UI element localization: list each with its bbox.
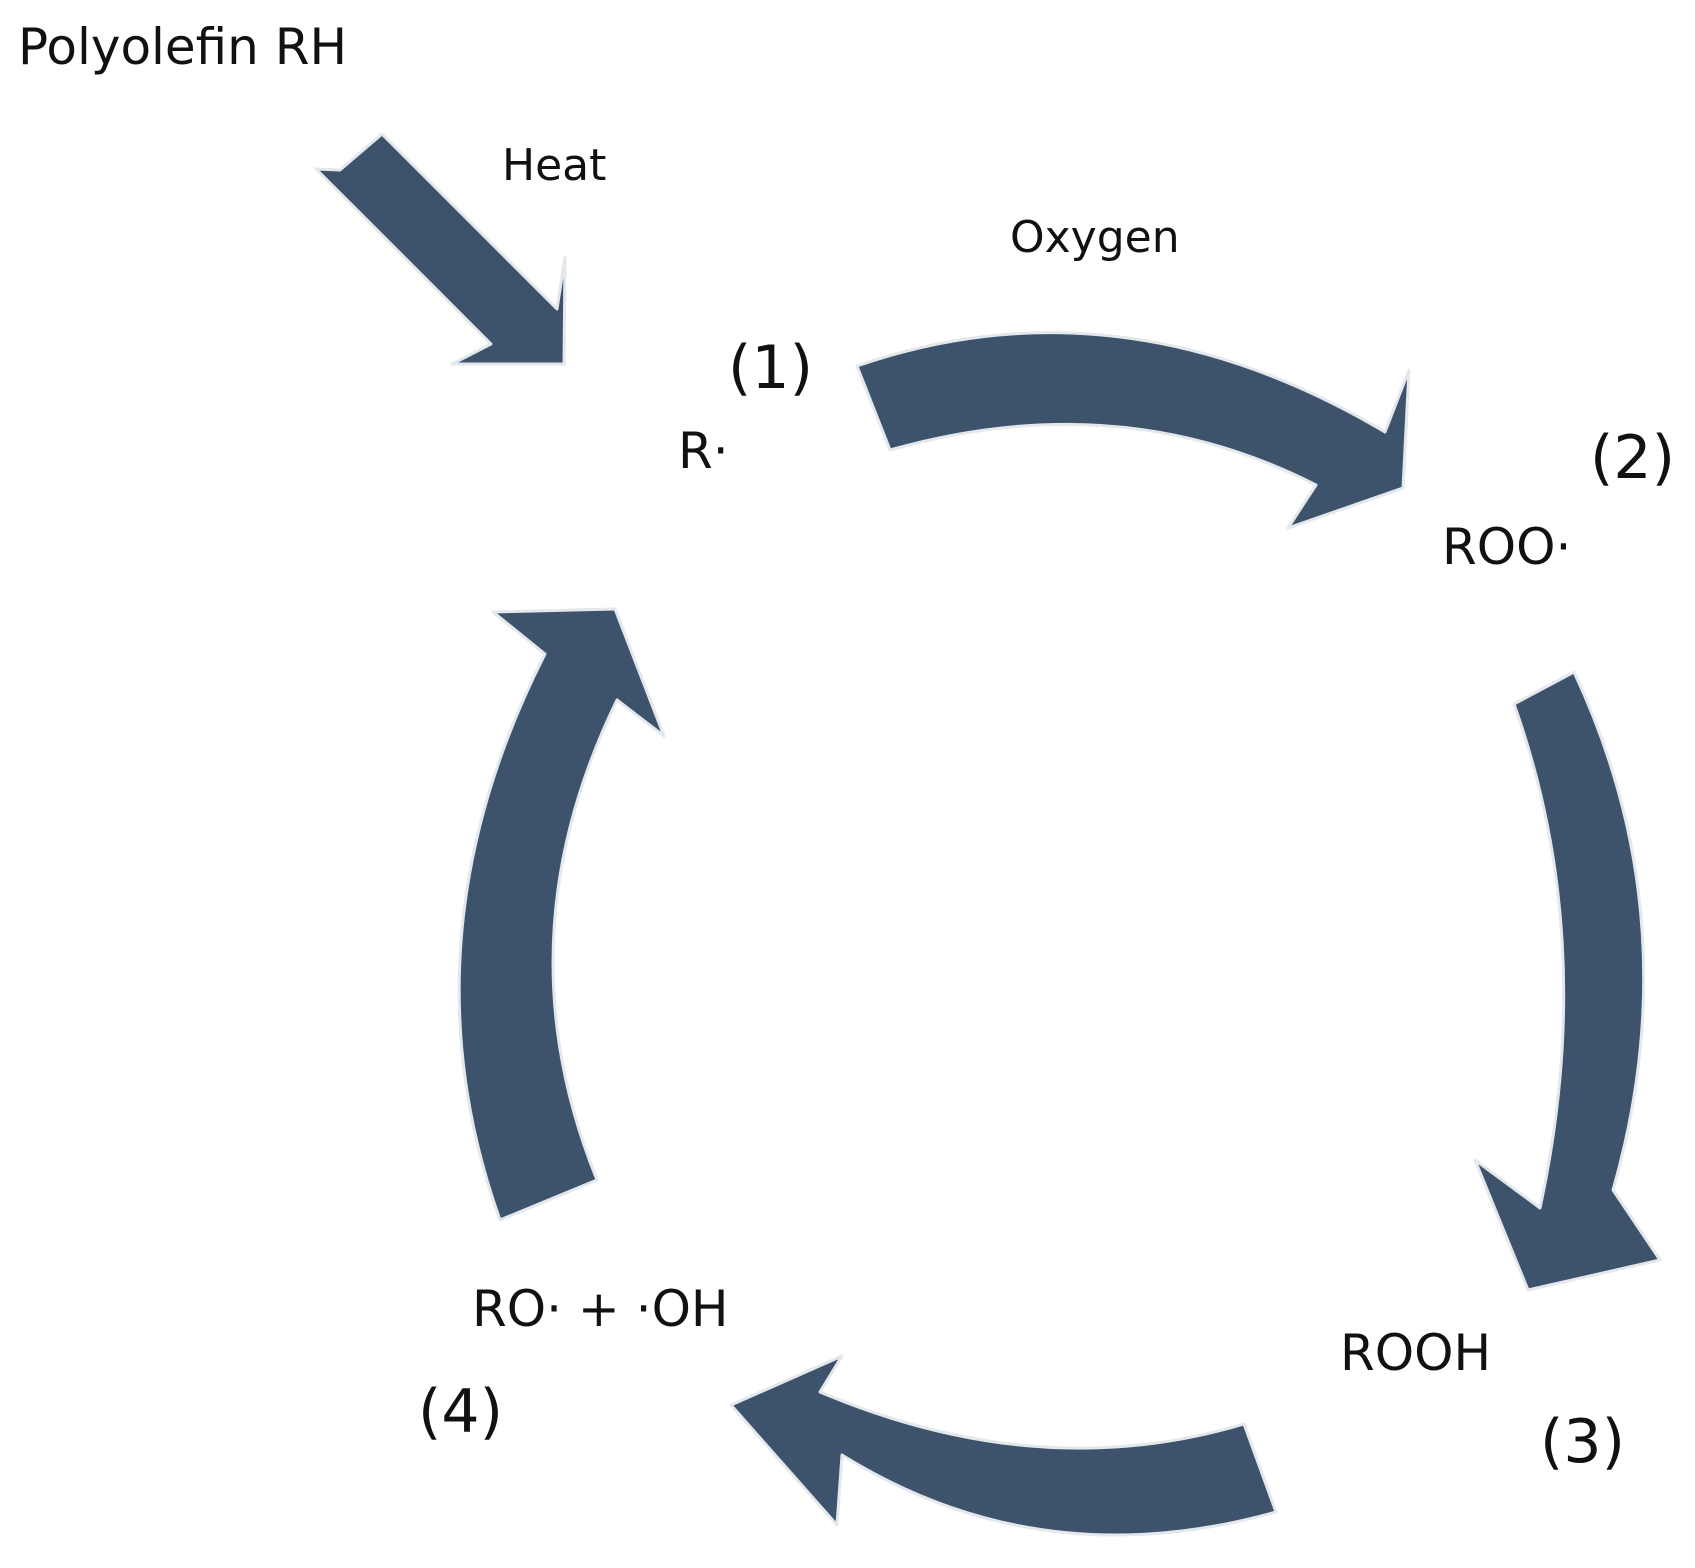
heat-arrow <box>314 132 567 366</box>
label-oxygen: Oxygen <box>1010 212 1180 263</box>
species-step-3: ROOH <box>1340 1324 1492 1382</box>
species-step-1: R· <box>678 422 729 480</box>
title-polyolefin: Polyolefin RH <box>18 18 348 76</box>
arrow-step1-to-step2 <box>855 331 1411 530</box>
arrow-step4-to-step1 <box>457 607 666 1222</box>
species-step-2: ROO· <box>1442 518 1572 576</box>
step-number-2: (2) <box>1590 423 1675 493</box>
step-number-3: (3) <box>1540 1407 1625 1477</box>
label-heat: Heat <box>502 140 607 191</box>
arrow-step3-to-step4 <box>729 1354 1278 1537</box>
step-number-4: (4) <box>418 1377 503 1447</box>
step-number-1: (1) <box>728 333 813 403</box>
arrow-step2-to-step3 <box>1473 670 1662 1292</box>
species-step-4: RO· + ·OH <box>472 1280 729 1338</box>
